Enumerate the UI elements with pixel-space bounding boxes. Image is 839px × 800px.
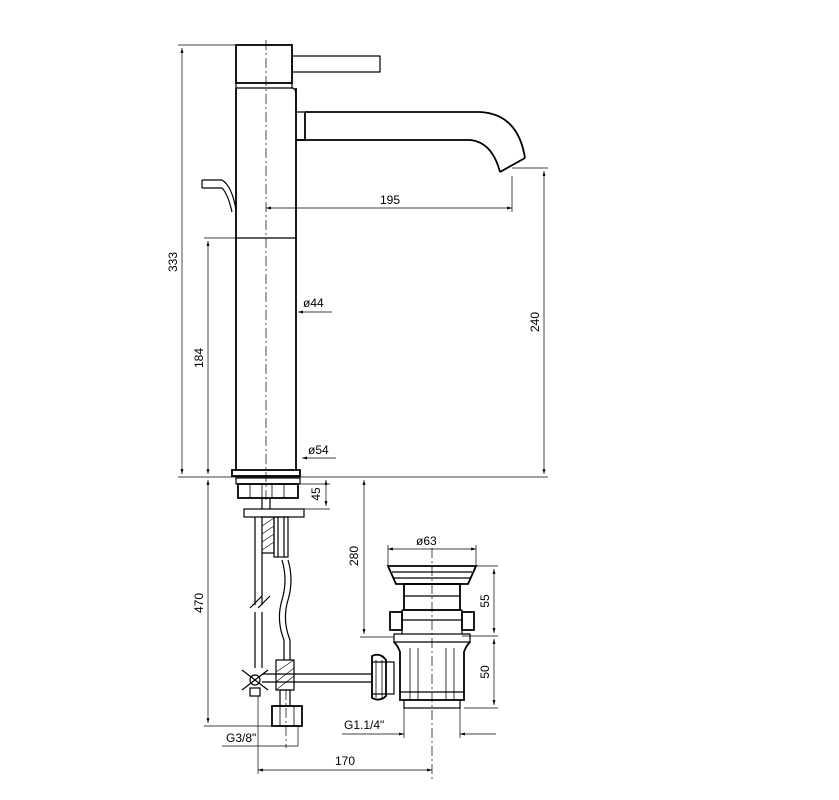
- dim-spout-reach: 195: [380, 193, 400, 207]
- dim-waste-depth: 280: [347, 546, 361, 566]
- cap-collar: [235, 83, 293, 89]
- dim-waste-upper: 55: [478, 594, 492, 608]
- deck-fixing: [235, 477, 305, 558]
- dim-supply-length: 470: [192, 593, 206, 613]
- dim-supply-thread: G3/8": [226, 731, 256, 745]
- faucet-cap: [235, 44, 293, 84]
- dim-body-diameter: ø44: [303, 296, 324, 310]
- waste-assembly: [371, 548, 478, 780]
- dim-waste-flange-diameter: ø63: [416, 534, 437, 548]
- supply-nut: [271, 705, 303, 727]
- dim-deck-fixing: 45: [309, 487, 323, 501]
- spout-bottom: [296, 139, 501, 173]
- spout-outlet: [499, 157, 526, 173]
- faucet: [178, 40, 548, 500]
- dim-waste-thread: G1.1/4": [344, 718, 384, 732]
- lever-handle: [291, 55, 381, 73]
- dim-body-height: 184: [192, 348, 206, 368]
- popup-rod: [202, 179, 237, 213]
- dim-base-diameter: ø54: [308, 443, 329, 457]
- dim-waste-lower: 50: [478, 665, 492, 679]
- spout-root: [296, 112, 306, 141]
- dimensions: 333 184 195 240 ø44 ø54 45 280 ø63: [166, 44, 548, 774]
- spout-top: [305, 111, 526, 159]
- dim-waste-offset: 170: [335, 754, 355, 768]
- body-neck: [291, 87, 305, 113]
- dim-overall-height: 333: [166, 252, 180, 272]
- dim-outlet-height: 240: [528, 312, 542, 332]
- popup-linkage: [241, 517, 372, 748]
- waste-flange: [386, 565, 478, 585]
- faucet-body: [235, 88, 297, 470]
